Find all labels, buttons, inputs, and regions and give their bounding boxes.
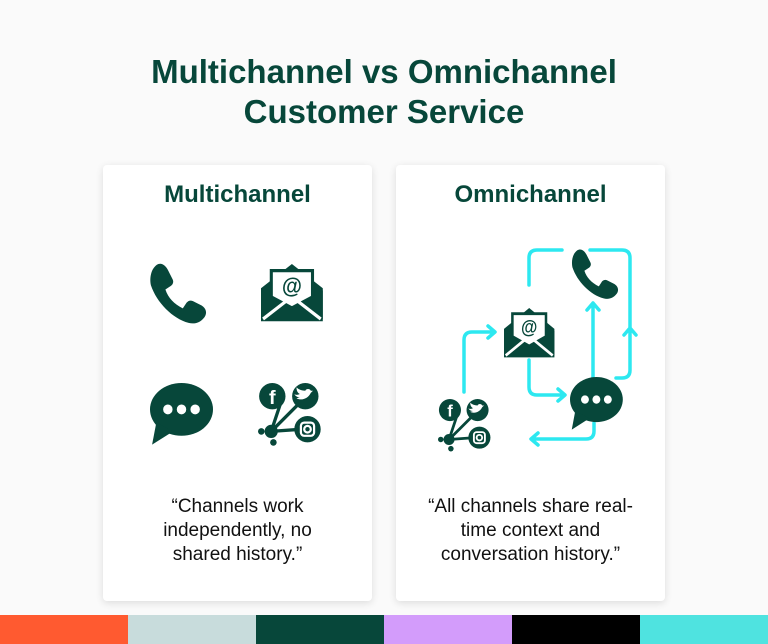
phone-icon	[150, 263, 207, 324]
omnichannel-flow-arrows	[462, 248, 638, 447]
chat-icon	[570, 377, 623, 430]
omnichannel-heading-text: Omnichannel	[454, 181, 607, 208]
social-media-icon	[258, 383, 323, 448]
multichannel-quote: “Channels work independently, no shared …	[163, 496, 312, 565]
palette-swatch-orange	[0, 615, 128, 644]
omnichannel-quote: “All channels share real-time context an…	[428, 496, 633, 565]
title-line-2: Customer Service	[243, 93, 525, 130]
color-palette-bar	[0, 615, 768, 644]
palette-swatch-gray	[128, 615, 256, 644]
title-line-1: Multichannel vs Omnichannel	[151, 53, 617, 90]
palette-swatch-black	[512, 615, 640, 644]
palette-swatch-teal	[640, 615, 768, 644]
chat-icon	[150, 383, 213, 445]
omnichannel-card: Omnichannel “All channels share real-tim…	[396, 165, 665, 601]
social-media-icon	[438, 399, 492, 453]
omnichannel-heading: Omnichannel	[396, 181, 665, 210]
multichannel-card: Multichannel “Channels work independentl…	[103, 165, 372, 601]
email-icon	[504, 308, 556, 359]
phone-icon	[571, 249, 619, 299]
palette-swatch-purple	[384, 615, 512, 644]
palette-swatch-dark-green	[256, 615, 384, 644]
multichannel-heading: Multichannel	[103, 181, 372, 210]
email-icon	[261, 264, 323, 323]
multichannel-heading-text: Multichannel	[164, 181, 311, 208]
